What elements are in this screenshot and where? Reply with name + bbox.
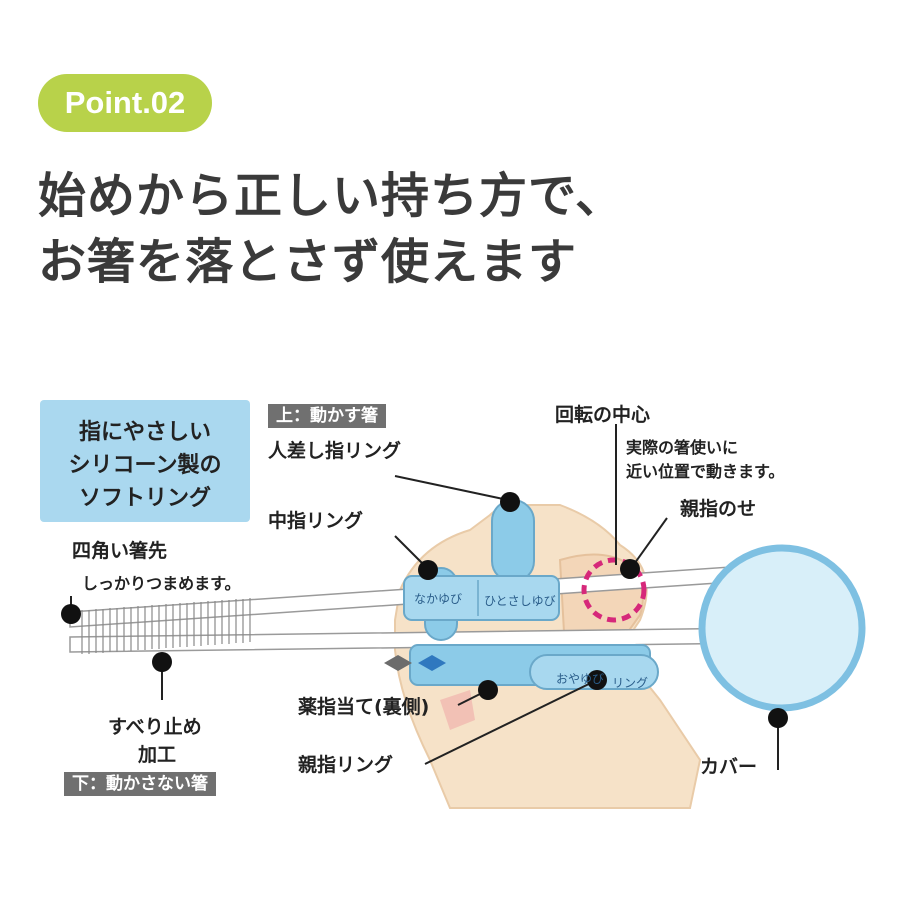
headline-line-2: お箸を落とさず使えます [38,234,578,290]
callout-dots [61,492,788,728]
ring-text-oyayubi: おやゆび [556,672,605,686]
square-tip-note: しっかりつまめます。 [82,574,241,593]
upper-chopstick-tag: 上：動かす箸 [268,404,386,428]
rotation-pivot-circle [581,557,647,623]
ring-text-hitosashiyubi: ひとさしゆび [484,594,556,608]
panel-line-1: 指にやさしい [78,420,211,445]
point-badge: Point.02 [38,74,212,132]
diamond-mark-gray [384,655,412,671]
cover-disk [698,544,866,712]
ring-text-ring: リング [612,676,649,690]
lower-chopstick-tag: 下：動かさない箸 [64,772,216,796]
anti-slip-texture [81,598,251,654]
silicone-feature-panel: 指にやさしい シリコーン製の ソフトリング [40,400,250,522]
ring-finger-rest-label: 薬指当て(裏側) [298,696,430,718]
cover-label: カバー [700,756,758,778]
rotation-note-1: 実際の箸使いに [626,438,739,457]
middle-ring-label: 中指リング [268,510,364,532]
upper-ring-body [403,575,560,621]
index-ring-loop [491,499,535,583]
rotation-center-label: 回転の中心 [555,404,651,426]
panel-line-3: ソフトリング [78,486,211,511]
thumb-rest-label: 親指のせ [680,498,757,520]
rotation-note-2: 近い位置で動きます。 [626,462,785,481]
index-ring-label: 人差し指リング [268,440,402,462]
anti-slip-label-1: すべり止め [108,716,202,738]
panel-line-2: シリコーン製の [68,453,222,478]
anti-slip-label-2: 加工 [138,744,177,766]
thumb-ring-label: 親指リング [298,754,394,776]
diamond-mark-blue [418,655,446,671]
ring-text-nakayubi: なかゆび [414,592,463,606]
square-tip-label: 四角い箸先 [72,540,168,562]
headline-line-1: 始めから正しい持ち方で、 [38,168,625,224]
